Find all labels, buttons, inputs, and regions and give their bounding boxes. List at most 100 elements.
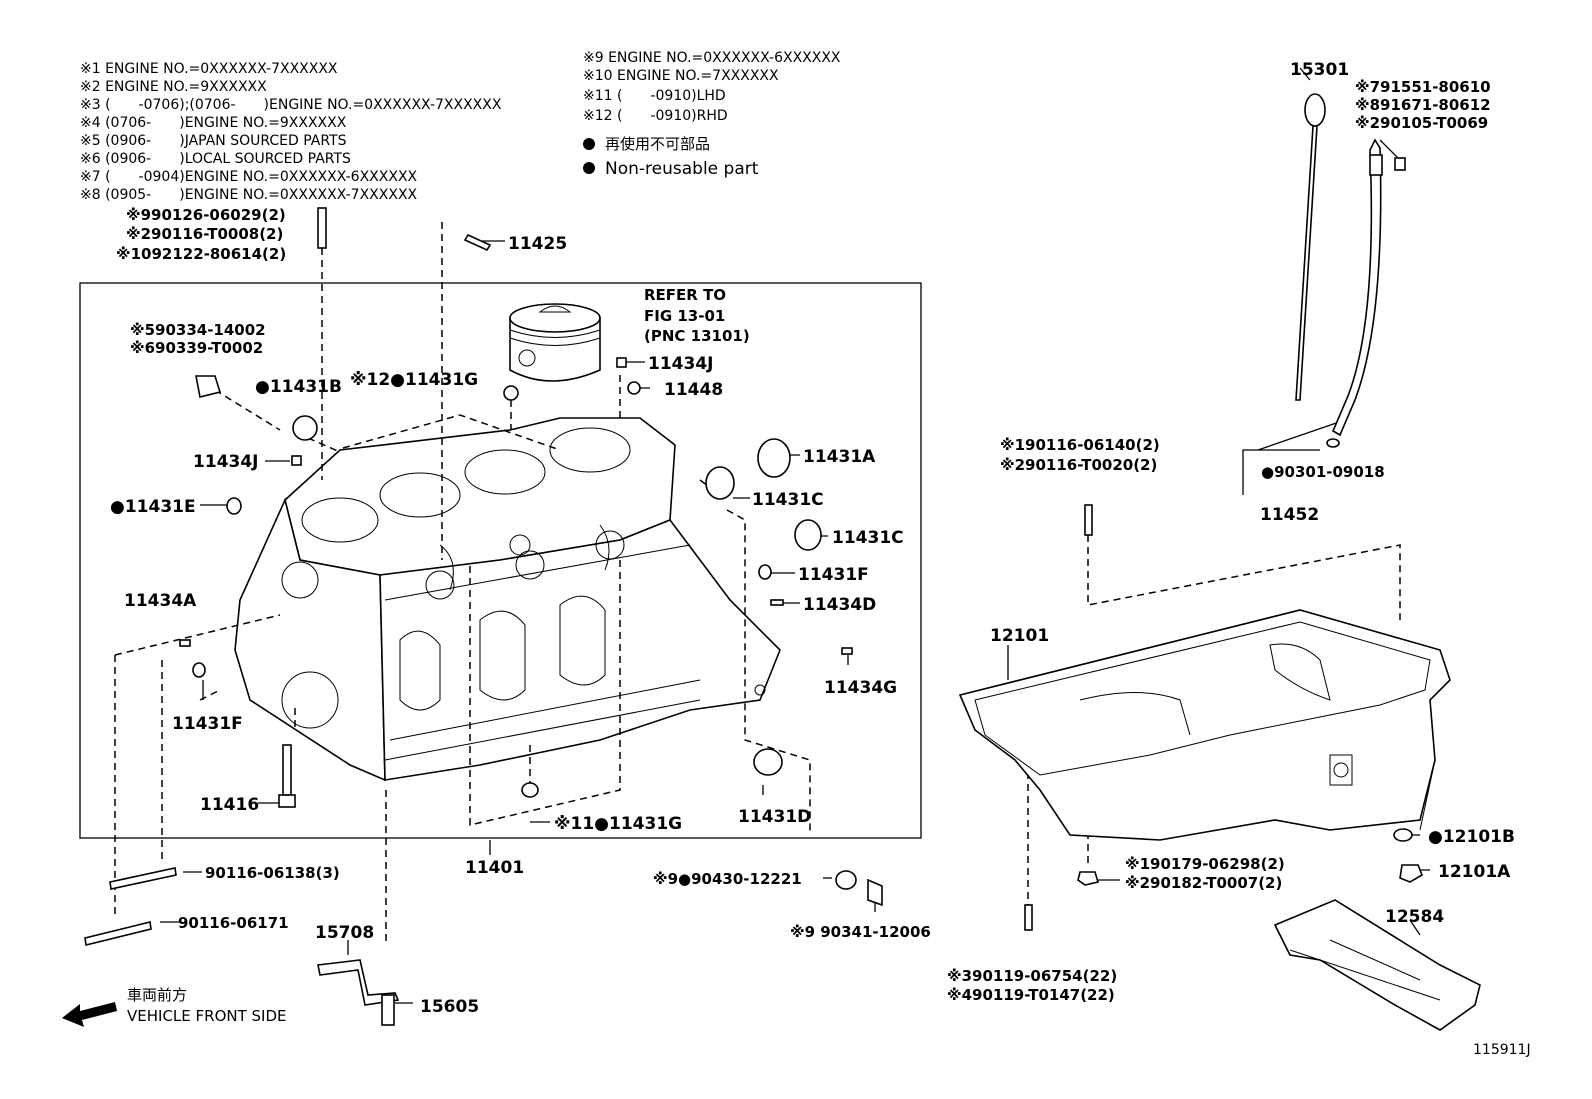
stud-icon [317, 207, 327, 249]
pin-11434D-icon [770, 599, 784, 606]
bracket-icon [317, 959, 400, 1006]
label-11434D: 11434D [803, 595, 876, 615]
dip-bolt-2: ※891671-80612 [1355, 96, 1491, 114]
note-2: ※2 ENGINE NO.=9XXXXXX [80, 79, 267, 95]
pin-icon [463, 233, 492, 252]
plug-11434J-icon [291, 455, 302, 466]
note-10: ※10 ENGINE NO.=7XXXXXX [583, 68, 779, 84]
bolt-icon [109, 867, 177, 890]
note-4: ※4 (0706- )ENGINE NO.=9XXXXXX [80, 115, 347, 131]
front-en: VEHICLE FRONT SIDE [127, 1007, 287, 1025]
label-11431C-b: 11431C [832, 528, 904, 548]
note-1: ※1 ENGINE NO.=0XXXXXX-7XXXXXX [80, 61, 338, 77]
nut-icon [1077, 871, 1100, 886]
label-11431F-left: 11431F [172, 714, 243, 734]
front-jp: 車両前方 [127, 986, 187, 1004]
note-6: ※6 (0906- )LOCAL SOURCED PARTS [80, 151, 351, 167]
label-11431B: ●11431B [255, 377, 342, 397]
label-15708: 15708 [315, 923, 374, 943]
dip-bolt-1: ※791551-80610 [1355, 78, 1491, 96]
stud-top-2: ※290116-T0008(2) [126, 225, 283, 243]
plug-11431F-icon [758, 564, 772, 580]
drain-plug-12101A-icon [1399, 864, 1423, 883]
plug-11434J-top-icon [616, 357, 627, 368]
label-11431D: 11431D [738, 807, 811, 827]
oring-label: ●90301-09018 [1261, 463, 1385, 481]
dipstick-guide-icon [1326, 138, 1406, 448]
pan-bolt-2: ※490119-T0147(22) [947, 986, 1115, 1004]
sensor-2: ※690339-T0002 [130, 339, 263, 357]
refer-note: REFER TO FIG 13-01 (PNC 13101) [644, 286, 750, 345]
gasket-12101B-icon [1393, 828, 1413, 842]
part-labels: ※990126-06029(2) ※290116-T0008(2) ※10921… [110, 60, 1531, 1058]
bolt-11416-icon [282, 744, 292, 796]
label-11416: 11416 [200, 795, 259, 815]
legend: 再使用不可部品 Non-reusable part [583, 135, 759, 179]
label-11434A: 11434A [124, 591, 197, 611]
bolt-icon [1024, 904, 1033, 931]
refer-line-1: REFER TO [644, 286, 726, 304]
pan-stud-2: ※290116-T0020(2) [1000, 456, 1157, 474]
label-11431E: ●11431E [110, 497, 196, 517]
legend-jp: 再使用不可部品 [605, 135, 710, 153]
label-12584: 12584 [1385, 907, 1444, 927]
bullet-icon [583, 138, 595, 150]
stud-icon [1084, 504, 1093, 536]
small-parts [84, 207, 883, 1026]
bolt-15605-icon [381, 994, 395, 1026]
notes-right: ※9 ENGINE NO.=0XXXXXX-6XXXXXX ※10 ENGINE… [583, 50, 841, 124]
pin-11434G-icon [841, 647, 853, 655]
refer-line-3: (PNC 13101) [644, 327, 750, 345]
drain-plug-icon [867, 878, 883, 907]
engine-block-icon [234, 417, 781, 782]
label-11431F-right: 11431F [798, 565, 869, 585]
pan-bolt-1: ※390119-06754(22) [947, 967, 1117, 985]
plug-11431E-icon [226, 497, 242, 515]
engine-block-frame [79, 282, 922, 839]
sensor-icon [195, 375, 222, 398]
figure-number: 115911J [1473, 1042, 1531, 1058]
note-8: ※8 (0905- )ENGINE NO.=0XXXXXX-7XXXXXX [80, 187, 418, 203]
pan-stud-1: ※190116-06140(2) [1000, 436, 1160, 454]
note-5: ※5 (0906- )JAPAN SOURCED PARTS [80, 133, 347, 149]
plug-11448-icon [627, 381, 641, 395]
bolt-a: 90116-06138(3) [205, 864, 340, 882]
label-11452: 11452 [1260, 505, 1319, 525]
pan-nut-1: ※190179-06298(2) [1125, 855, 1285, 873]
label-11431G-top: ※12●11431G [350, 370, 478, 390]
label-15301: 15301 [1290, 60, 1349, 80]
label-12101A: 12101A [1438, 862, 1511, 882]
piston-icon [509, 303, 601, 382]
label-11431C-a: 11431C [752, 490, 824, 510]
gasket-label: ※9●90430-12221 [653, 870, 802, 888]
note-12: ※12 ( -0910)RHD [583, 108, 728, 124]
label-11434G: 11434G [824, 678, 897, 698]
label-11434J-left: 11434J [193, 452, 258, 472]
legend-en: Non-reusable part [605, 159, 759, 179]
oil-baffle-icon [1273, 899, 1481, 1031]
dipstick-icon [1295, 93, 1326, 401]
note-7: ※7 ( -0904)ENGINE NO.=0XXXXXX-6XXXXXX [80, 169, 418, 185]
pin-11434A-icon [179, 639, 191, 647]
plug-11431G-icon [503, 385, 519, 401]
plug-11431C-b-icon [794, 519, 822, 551]
refer-line-2: FIG 13-01 [644, 307, 725, 325]
pan-hardware [1024, 504, 1423, 931]
bolt-b: 90116-06171 [178, 914, 289, 932]
plug-label: ※9 90341-12006 [790, 923, 931, 941]
plug-11431A-icon [757, 438, 791, 478]
oil-pan-icon [958, 609, 1451, 841]
stud-top-3: ※1092122-80614(2) [116, 245, 286, 263]
bolt-icon [84, 921, 152, 946]
seal-11431D-icon [753, 748, 783, 776]
label-11425: 11425 [508, 234, 567, 254]
note-9: ※9 ENGINE NO.=0XXXXXX-6XXXXXX [583, 50, 841, 66]
label-11434J-top: 11434J [648, 354, 713, 374]
gasket-icon [835, 870, 857, 890]
note-11: ※11 ( -0910)LHD [583, 88, 726, 104]
bullet-icon [583, 162, 595, 174]
vehicle-front-arrow-icon [62, 1002, 117, 1027]
sensor-1: ※590334-14002 [130, 321, 266, 339]
label-11401: 11401 [465, 858, 524, 878]
